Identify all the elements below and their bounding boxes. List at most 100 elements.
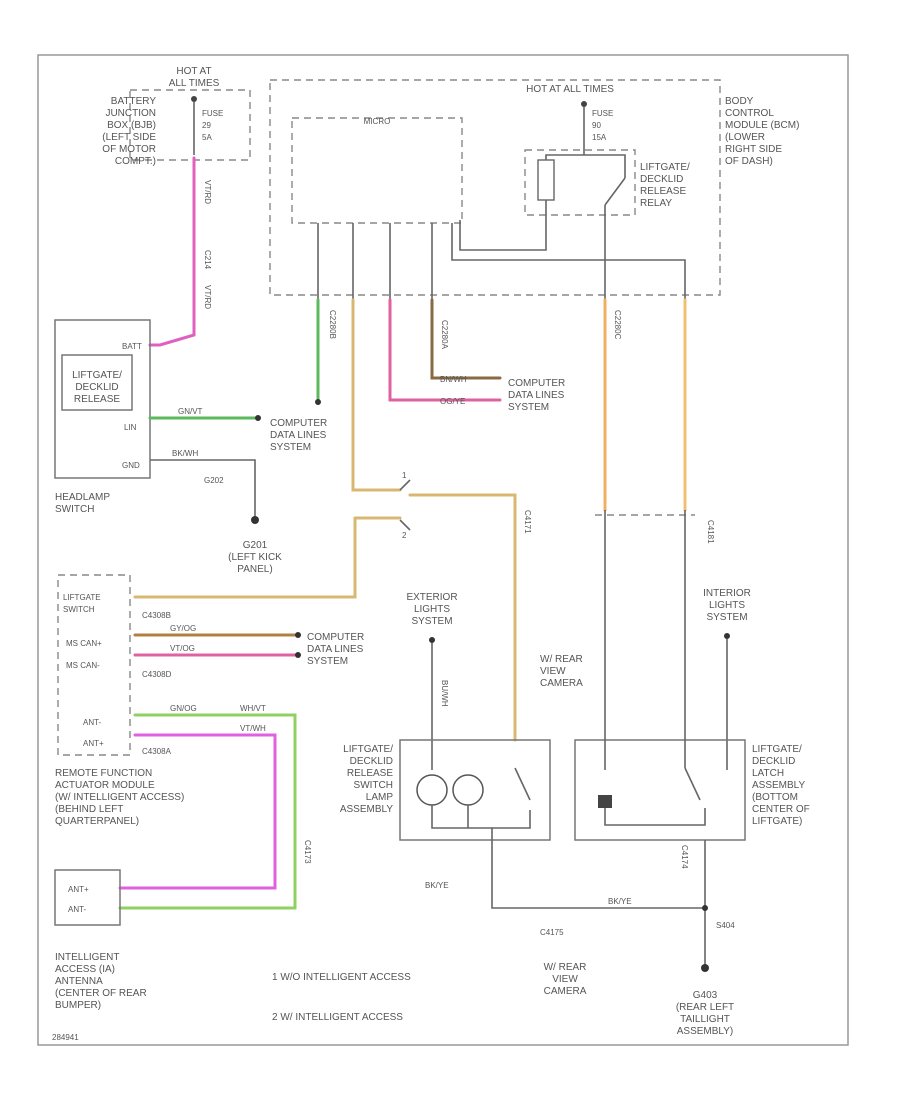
svg-text:G201: G201 — [243, 540, 268, 551]
wire-color-bk-wh: BK/WH — [172, 449, 198, 458]
svg-text:DECKLID: DECKLID — [75, 382, 118, 393]
relay-contact — [604, 177, 626, 206]
footnote-2: 2 W/ INTELLIGENT ACCESS — [272, 1012, 403, 1023]
wire-vt-rd-batt — [148, 156, 196, 347]
wire-bk-wh-gnd — [150, 459, 256, 518]
svg-text:ANT-: ANT- — [68, 905, 87, 914]
svg-text:LIFTGATE/: LIFTGATE/ — [72, 370, 122, 381]
ground-g403 — [701, 964, 709, 972]
bcm-label: BODY CONTROL MODULE (BCM) (LOWER RIGHT S… — [725, 96, 799, 167]
switch-lamp-assembly: LIFTGATE/ DECKLID RELEASE SWITCH LAMP AS… — [340, 739, 551, 860]
svg-text:ANT-: ANT- — [83, 718, 102, 727]
wire-color-vtrd-2: VT/RD — [203, 285, 212, 309]
svg-text:(LEFT SIDE: (LEFT SIDE — [102, 132, 156, 143]
wire-color-bk-yel-2: BK/YE — [608, 897, 632, 906]
headlamp-switch: LIFTGATE/ DECKLID RELEASE BATT LIN GND H… — [54, 319, 151, 515]
latch-motor — [598, 795, 612, 808]
svg-text:DATA LINES: DATA LINES — [270, 430, 327, 441]
svg-text:ASSEMBLY): ASSEMBLY) — [677, 1026, 734, 1037]
relay-label: LIFTGATE/ DECKLID RELEASE RELAY — [640, 162, 690, 209]
relay-coil-return — [459, 200, 547, 251]
svg-text:SYSTEM: SYSTEM — [508, 402, 549, 413]
headlamp-switch-box — [54, 319, 151, 479]
pin-gnd: GND — [122, 461, 140, 470]
svg-text:OF DASH): OF DASH) — [725, 156, 773, 167]
fuse-90-label: FUSE — [592, 109, 613, 118]
svg-text:EXTERIOR: EXTERIOR — [406, 592, 457, 603]
ground-bus-bk-yel — [491, 860, 705, 909]
svg-text:2: 2 — [402, 531, 407, 540]
svg-text:VIEW: VIEW — [552, 974, 578, 985]
svg-text:TAILLIGHT: TAILLIGHT — [680, 1014, 730, 1025]
fuse-29-amp: 5A — [202, 133, 212, 142]
wire-color-wh-vt: WH/VT — [240, 704, 266, 713]
svg-text:LIGHTS: LIGHTS — [414, 604, 450, 615]
hot-at-label-left-2: ALL TIMES — [169, 78, 220, 89]
latch-label: LIFTGATE/ DECKLID LATCH ASSEMBLY (BOTTOM… — [752, 744, 810, 827]
fuse-90-top-dot — [581, 101, 587, 107]
svg-text:DECKLID: DECKLID — [752, 756, 795, 767]
headlamp-inner-box — [61, 354, 133, 411]
svg-text:SWITCH: SWITCH — [63, 605, 95, 614]
connector-c214: C214 — [203, 250, 212, 270]
svg-text:ASSEMBLY: ASSEMBLY — [752, 780, 805, 791]
g201-label: G201 (LEFT KICK PANEL) — [228, 540, 282, 575]
svg-text:1: 1 — [402, 471, 407, 480]
micro-label: MICRO — [364, 117, 391, 126]
wire-color-vt-og: VT/OG — [170, 644, 195, 653]
svg-text:LIFTGATE): LIFTGATE) — [752, 816, 802, 827]
fuse-90-amp: 15A — [592, 133, 607, 142]
svg-text:ASSEMBLY: ASSEMBLY — [340, 804, 393, 815]
ground-g201 — [251, 516, 259, 524]
splice-s404-dot — [702, 905, 708, 911]
pin-batt: BATT — [122, 342, 142, 351]
rfa-module: LIFTGATE SWITCH MS CAN+ MS CAN- ANT- ANT… — [55, 574, 184, 827]
relay-coil — [537, 159, 555, 201]
ia-antenna-label: INTELLIGENT ACCESS (IA) ANTENNA (CENTER … — [55, 952, 147, 1011]
footnote-1: 1 W/O INTELLIGENT ACCESS — [272, 972, 411, 983]
svg-text:SYSTEM: SYSTEM — [270, 442, 311, 453]
exterior-lights-dot — [429, 637, 435, 643]
wire-liftgate-switch-rfa — [133, 516, 357, 599]
svg-text:LAMP: LAMP — [366, 792, 394, 803]
svg-text:W/ REAR: W/ REAR — [540, 654, 583, 665]
g403-label: G403 (REAR LEFT TAILLIGHT ASSEMBLY) — [676, 990, 734, 1037]
svg-text:ANT+: ANT+ — [68, 885, 89, 894]
svg-text:ANTENNA: ANTENNA — [55, 976, 103, 987]
diagram-code: 284941 — [52, 1033, 79, 1042]
rfa-mscan-dot-1 — [295, 632, 301, 638]
svg-text:SWITCH: SWITCH — [354, 780, 393, 791]
svg-text:LIFTGATE/: LIFTGATE/ — [752, 744, 802, 755]
svg-text:INTERIOR: INTERIOR — [703, 588, 751, 599]
connector-c2280c: C2280C — [613, 310, 622, 340]
rfa-module-box — [57, 574, 131, 756]
svg-text:(CENTER OF REAR: (CENTER OF REAR — [55, 988, 147, 999]
svg-text:LIFTGATE/: LIFTGATE/ — [640, 162, 690, 173]
svg-text:LATCH: LATCH — [752, 768, 784, 779]
svg-text:REMOTE FUNCTION: REMOTE FUNCTION — [55, 768, 152, 779]
splice-2-line — [399, 519, 411, 531]
relay-feed — [545, 154, 584, 160]
svg-text:COMPUTER: COMPUTER — [508, 378, 565, 389]
svg-text:CONTROL: CONTROL — [725, 108, 774, 119]
svg-text:C4308A: C4308A — [142, 747, 172, 756]
splice-1-line — [399, 479, 411, 491]
svg-text:LIGHTS: LIGHTS — [709, 600, 745, 611]
latch-connector-c4174: C4174 — [680, 845, 689, 869]
svg-text:VIEW: VIEW — [540, 666, 566, 677]
latch-assembly: C4174 LIFTGATE/ DECKLID LATCH ASSEMBLY (… — [574, 510, 810, 965]
svg-text:ACCESS (IA): ACCESS (IA) — [55, 964, 115, 975]
rfa-mscan-dot-2 — [295, 652, 301, 658]
wire-color-brn-wht: BN/WH — [440, 375, 467, 384]
svg-text:COMPUTER: COMPUTER — [270, 418, 327, 429]
relay-contact-feed — [584, 154, 626, 178]
wire-gn-og-ant — [118, 713, 297, 910]
svg-text:OF MOTOR: OF MOTOR — [102, 144, 156, 155]
svg-text:RELEASE: RELEASE — [347, 768, 393, 779]
svg-text:BOX (BJB): BOX (BJB) — [107, 120, 156, 131]
connector-c2280b: C2280B — [328, 310, 337, 339]
svg-text:C4308B: C4308B — [142, 611, 171, 620]
svg-text:C4308D: C4308D — [142, 670, 172, 679]
rear-camera-top: W/ REAR VIEW CAMERA — [540, 654, 583, 689]
ia-antenna-box — [54, 869, 121, 926]
